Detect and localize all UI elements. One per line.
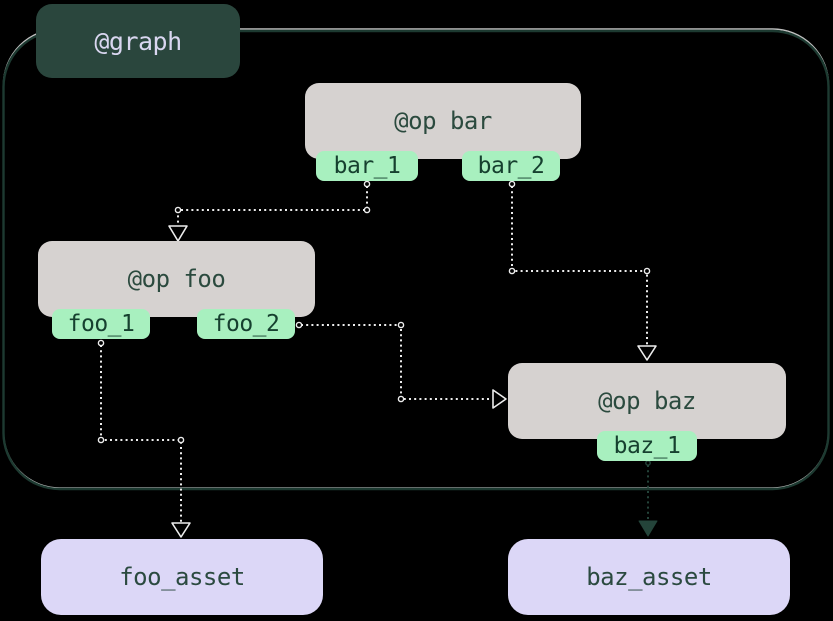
node-baz-asset[interactable]: baz_asset bbox=[508, 539, 790, 615]
output-tag-foo-1[interactable]: foo_1 bbox=[52, 309, 150, 339]
node-op-bar[interactable]: @op bar bbox=[305, 83, 581, 159]
edge-bar2-joints bbox=[508, 180, 651, 275]
edge-foo2-joints bbox=[295, 321, 405, 403]
output-tag-bar-1[interactable]: bar_1 bbox=[316, 151, 418, 181]
edge-bar2-to-baz-path bbox=[511, 186, 648, 345]
output-tag-baz-1[interactable]: baz_1 bbox=[597, 431, 697, 461]
node-op-foo[interactable]: @op foo bbox=[38, 241, 315, 317]
output-tag-bar-2[interactable]: bar_2 bbox=[462, 151, 560, 181]
edge-bar1-joints bbox=[174, 180, 371, 214]
edge-bar1-to-foo bbox=[168, 180, 371, 242]
arrowhead-down-baz-asset bbox=[638, 520, 658, 537]
edge-foo1-to-foo-asset-path bbox=[100, 345, 182, 522]
edge-foo2-to-baz-path bbox=[301, 324, 492, 400]
graph-label[interactable]: @graph bbox=[36, 4, 240, 78]
arrowhead-down-foo-asset bbox=[171, 522, 191, 538]
arrowhead-down-baz bbox=[637, 345, 657, 361]
output-tag-foo-2[interactable]: foo_2 bbox=[197, 309, 295, 339]
op-foo-label: @op foo bbox=[127, 265, 226, 293]
graph-label-text: @graph bbox=[94, 26, 182, 56]
edge-bar1-to-foo-path bbox=[177, 186, 368, 225]
baz-asset-label: baz_asset bbox=[586, 563, 712, 591]
graph-boundary-line bbox=[2, 29, 830, 491]
edge-baz1-joint bbox=[645, 460, 651, 466]
edge-foo2-to-baz bbox=[295, 321, 507, 409]
edge-bar2-to-baz bbox=[508, 180, 657, 361]
op-baz-label: @op baz bbox=[598, 387, 696, 415]
graph-boundary bbox=[2, 28, 830, 491]
foo-asset-label: foo_asset bbox=[119, 563, 245, 591]
edge-foo1-to-foo-asset bbox=[97, 339, 191, 538]
node-foo-asset[interactable]: foo_asset bbox=[41, 539, 323, 615]
edge-foo1-joints bbox=[97, 339, 185, 444]
edge-baz1-to-baz-asset bbox=[638, 460, 658, 537]
arrowhead-right-baz bbox=[492, 389, 507, 409]
node-op-baz[interactable]: @op baz bbox=[508, 363, 786, 439]
op-bar-label: @op bar bbox=[394, 107, 492, 135]
arrowhead-down-foo bbox=[168, 225, 188, 242]
